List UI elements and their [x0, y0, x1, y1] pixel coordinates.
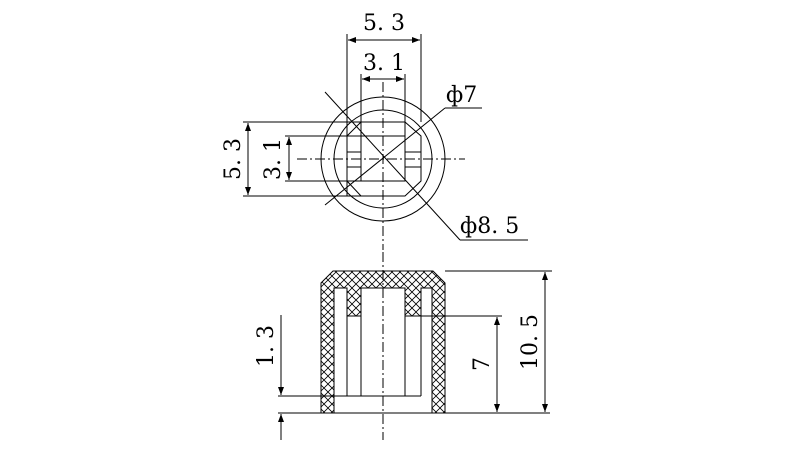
- slot-right: [404, 151, 422, 168]
- dim-height-inner: 3. 1: [261, 138, 286, 180]
- side-section-view: 10. 5 7 1. 3: [254, 252, 552, 440]
- dim-height-outer: 5. 3: [221, 138, 246, 180]
- dim-inner-diameter: ф7: [446, 83, 477, 108]
- dim-width-inner: 3. 1: [363, 51, 405, 76]
- dim-outer-diameter: ф8. 5: [460, 214, 519, 239]
- inner-diameter-leader: [324, 107, 446, 206]
- dim-stem-depth: 7: [470, 357, 495, 371]
- dim-width-outer: 5. 3: [363, 11, 405, 36]
- outer-diameter-leader: [324, 91, 461, 241]
- dim-total-height: 10. 5: [518, 314, 543, 370]
- dim-bottom-offset: 1. 3: [254, 325, 279, 367]
- top-view: 5. 3 3. 1 5. 3 3. 1 ф7 ф8. 5: [221, 11, 528, 250]
- slot-left: [346, 151, 362, 168]
